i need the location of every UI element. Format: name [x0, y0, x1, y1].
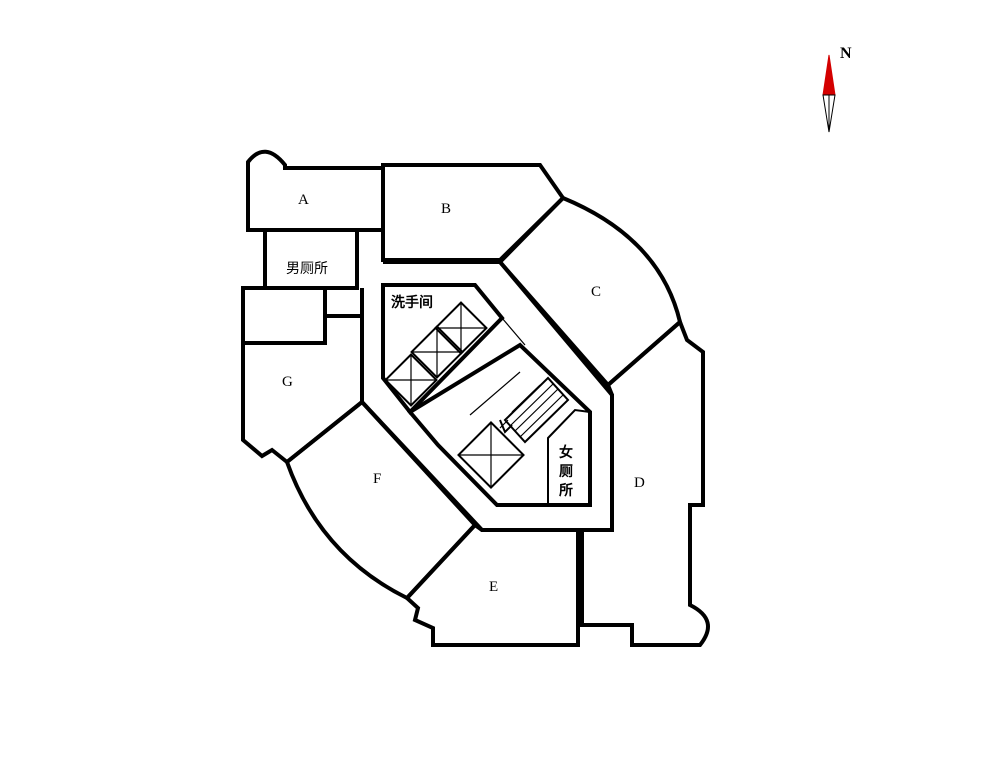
washroom-block: [381, 283, 505, 416]
north-arrow-icon: [822, 54, 836, 133]
unit-f: [284, 399, 478, 601]
mens-toilet-room: [263, 228, 359, 290]
unit-a-label: A: [298, 192, 309, 208]
womens-toilet-label-3: 所: [559, 482, 573, 499]
unit-d: [580, 318, 710, 647]
unit-f-label: F: [373, 471, 381, 487]
corridor-lines: [409, 317, 526, 446]
washroom-label: 洗手间: [391, 294, 433, 311]
stair-icon: [499, 376, 570, 444]
unit-d-label: D: [634, 475, 645, 491]
unit-e-label: E: [489, 579, 498, 595]
elevator-icon: [434, 301, 488, 355]
unit-g-label: G: [282, 374, 293, 390]
unit-e: [404, 522, 580, 647]
unit-b: [381, 163, 566, 262]
unit-c-label: C: [591, 284, 601, 300]
womens-toilet-label-2: 厕: [559, 464, 573, 480]
unit-g: [241, 286, 364, 465]
unit-b-label: B: [441, 201, 451, 217]
womens-toilet-room: [547, 408, 591, 506]
womens-toilet-label-1: 女: [559, 444, 573, 461]
unit-a: [246, 149, 385, 232]
mens-toilet-label: 男厕所: [286, 261, 328, 277]
elevator-icon: [384, 353, 438, 407]
elevator-icon: [410, 325, 464, 379]
north-label: N: [840, 45, 852, 62]
elevator-icon: [457, 421, 525, 489]
